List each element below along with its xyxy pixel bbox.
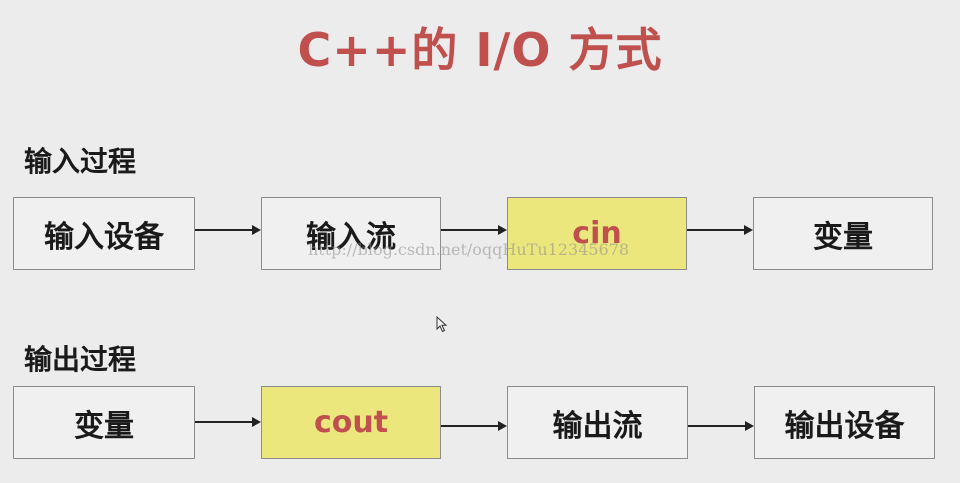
arrow-variable-to-cout [195,417,261,427]
output-device-box: 输出设备 [754,386,935,459]
arrow-cout-to-output-stream [441,421,507,431]
input-device-box: 输入设备 [13,197,195,270]
cin-box: cin [507,197,687,270]
mouse-cursor-icon [436,316,448,333]
input-process-label: 输入过程 [24,145,137,178]
cout-box: cout [261,386,441,459]
input-stream-box: 输入流 [261,197,441,270]
output-variable-box: 变量 [13,386,195,459]
page-title: C++的 I/O 方式 [297,23,663,77]
input-variable-box: 变量 [753,197,933,270]
output-process-label: 输出过程 [24,343,137,376]
watermark-text: http://blog.csdn.net/oqqHuTu12345678 [308,240,630,259]
output-stream-box: 输出流 [507,386,688,459]
arrow-input-stream-to-cin [441,225,507,235]
arrow-input-device-to-stream [195,225,261,235]
arrow-cin-to-variable [687,225,753,235]
arrow-output-stream-to-device [688,421,754,431]
